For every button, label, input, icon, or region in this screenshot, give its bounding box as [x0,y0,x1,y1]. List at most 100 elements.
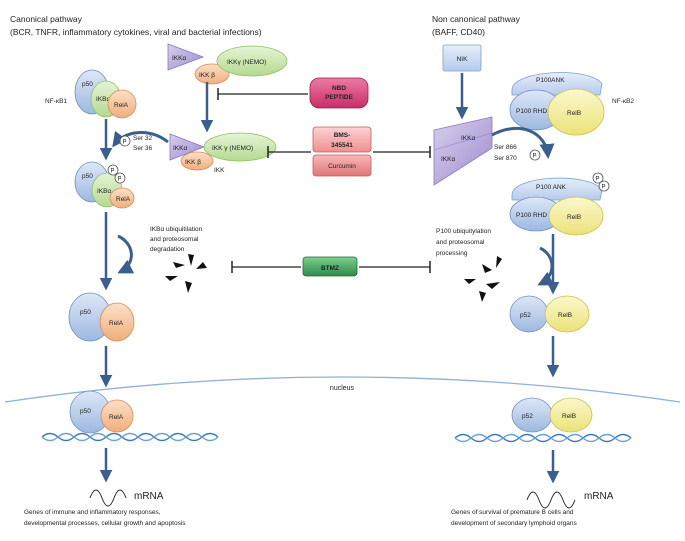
ikkg-mid [203,132,277,162]
bms-box: BMS- 345541 [312,126,372,153]
ikkg-top [216,45,288,77]
p50-top-label: p50 [82,81,93,88]
phospho-badge-1-label: P [123,140,127,146]
p50-cyto-label: p50 [80,309,91,316]
ikkb-top-label: IKK β [199,72,215,79]
ikk-complex-top: IKKα IKK β IKKγ (NEMO) [167,43,288,85]
phospho-badge-2 [107,164,119,176]
relb-phospho-label: RelB [567,214,581,221]
phospho-badge-6 [598,180,610,192]
p100rhd-phospho-label: P100 RHD [516,212,547,219]
phospho-badge-3-label: P [118,177,122,183]
relb-top-label: RelB [567,110,581,117]
p100-processing-curve [537,246,555,286]
p52-relb-cytoplasm: p52 RelB [509,295,590,333]
phospho-badge-1 [119,135,131,147]
ikk-phospho-curve [112,130,169,148]
bms-line1: BMS- [334,132,351,139]
nfkb1-complex-phospho: p50 IKBα RelA P P [74,161,135,209]
ikkb-mid [180,151,214,171]
nfkb2-complex-phospho: P100 ANK P100 RHD RelB P P [509,172,610,236]
noncanonical-subtitle: (BAFF, CD40) [432,27,485,37]
p52-cyto-label: p52 [520,312,531,319]
canonical-ubiq-line1: IKBα ubiquitilation [150,226,203,233]
canonical-genes-line1: Genes of immune and inflammatory respons… [24,509,161,516]
ikk-label: IKK [214,167,225,174]
ikba-top-label: IKBα [96,96,110,103]
ikkg-mid-label: IKK γ (NEMO) [212,145,253,152]
ikk-complex-mid: IKKα IKK γ (NEMO) IKK β IKK [169,132,277,174]
relb-nuc-label: RelB [562,413,576,420]
phospho-badge-2-label: P [111,169,115,175]
ikkb-top [194,63,230,85]
phospho-badge-3 [114,172,126,184]
ikka-dimer-label2: IKKα [441,156,455,163]
p100ank-phospho-label: P100 ANK [536,184,567,191]
rela-phospho-label: RelA [116,196,131,203]
mrna-left-label: mRNA [134,491,164,502]
mrna-right-label: mRNA [584,491,614,502]
mrna-wave-right [526,491,576,509]
ikka-dimer: IKKα IKKα [433,116,493,186]
dna-helix-left [41,432,219,442]
ser32-label: Ser 32 [133,135,153,142]
curcumin-box: Curcumin [312,154,372,177]
ikba-degradation-curve [117,234,135,274]
p100ank-top-label: P100ANK [536,77,565,84]
nfkb1-complex-top: p50 IKBα RelA [74,69,137,119]
ser870-label: Ser 870 [494,155,517,162]
bms-line2: 345541 [331,142,353,149]
relb-cyto-label: RelB [558,312,572,319]
ikka-triangle-mid [169,133,206,161]
p50-rela-nucleus: p50 RelA [69,390,134,434]
p50-phospho-label: p50 [82,173,93,180]
ser866-label: Ser 866 [494,144,517,151]
noncanonical-genes-line1: Genes of survival of premature B cells a… [451,509,574,516]
nfkb2-complex-top: P100ANK P100 RHD RelB [509,72,605,136]
ikkg-top-label: IKKγ (NEMO) [227,59,266,66]
btmz-label: BTMZ [321,265,339,272]
degradation-fragments-right [464,256,502,302]
btmz-box: BTMZ [302,256,358,277]
p50-rela-cytoplasm: p50 RelA [68,292,135,342]
rela-top-label: RelA [114,102,129,109]
noncanonical-genes-line2: development of secondary lymphoid organs [451,520,577,527]
mrna-wave-left [89,489,127,507]
rela-cyto-label: RelA [109,320,124,327]
curcumin-label: Curcumin [328,163,356,170]
nfkb2-label: NF-κB2 [612,98,634,105]
ikba-phospho-label: IKBα [97,188,111,195]
canonical-subtitle: (BCR, TNFR, inflammatory cytokines, vira… [10,27,262,37]
noncanonical-ubiq-line1: P100 ubiquitylation [436,228,491,235]
ikka-triangle-top [167,43,205,71]
p100rhd-top-label: P100 RHD [516,108,547,115]
phospho-badge-4 [529,149,541,161]
noncanonical-ubiq-line3: processing [436,250,468,257]
ikka-mid-label: IKKα [173,145,187,152]
nbd-peptide: NBD PEPTIDE [309,77,369,109]
phospho-badge-4-label: P [533,154,537,160]
ikkb-mid-label: IKK β [185,159,201,166]
canonical-genes-line2: developmental processes, cellular growth… [24,520,186,527]
p52-relb-nucleus: p52 RelB [511,397,593,433]
phospho-badge-5-label: P [596,177,600,183]
ikka-top-label: IKKα [172,55,186,62]
nucleus-membrane [4,376,681,403]
ikka-dimer-label1: IKKα [461,135,475,142]
noncanonical-title: Non canonical pathway [432,14,521,24]
dna-helix-right [454,433,632,443]
canonical-ubiq-line2: and proteosomal [150,236,199,243]
p52-nuc-label: p52 [522,413,533,420]
phospho-badge-5 [592,172,604,184]
ser36-label: Ser 36 [133,145,153,152]
p50-nuc-label: p50 [80,408,91,415]
phospho-badge-6-label: P [602,185,606,191]
nbd-line1: NBD [332,85,346,92]
noncanonical-ubiq-line2: and proteosomal [436,239,485,246]
canonical-title: Canonical pathway [10,14,83,24]
nucleus-label: nucleus [330,385,355,392]
nik-label: NIK [457,56,469,63]
nfkb1-label: NF-κB1 [45,98,67,105]
nik-box: NIK [442,44,482,72]
